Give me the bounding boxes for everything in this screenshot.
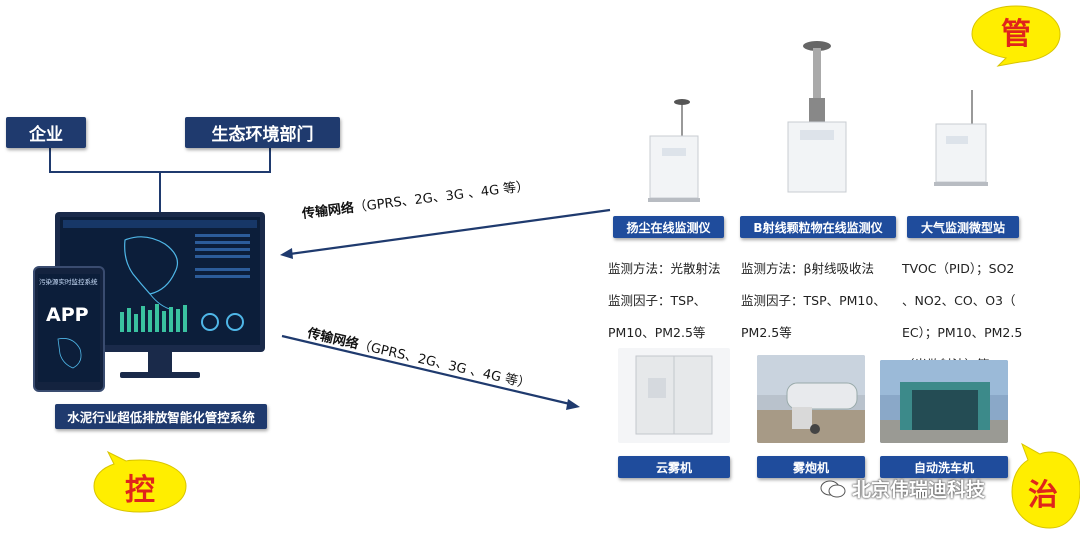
- arrow-to-monitor: [289, 208, 611, 256]
- eco-dept-box: 生态环境部门: [185, 117, 340, 148]
- car-wash-photo: [880, 360, 1008, 443]
- tablet-device: 污染源实时监控系统 APP: [33, 266, 105, 392]
- arrow-to-equipment: [281, 334, 571, 406]
- callout-govern: 治: [1006, 440, 1080, 532]
- wechat-icon: [820, 480, 846, 497]
- tablet-screen: 污染源实时监控系统 APP: [38, 274, 100, 382]
- micro-station-image: [930, 86, 992, 194]
- equip-label-cloud-mist: 云雾机: [618, 456, 730, 478]
- fog-cannon-photo: [757, 355, 865, 443]
- device-desc-beta: 监测方法：β射线吸收法 监测因子：TSP、PM10、 PM2.5等: [741, 245, 891, 357]
- tablet-title: 污染源实时监控系统: [39, 278, 98, 286]
- micro-desc-line1: TVOC（PID）；SO2: [902, 261, 1015, 276]
- enterprise-box: 企业: [6, 117, 86, 148]
- system-title-box: 水泥行业超低排放智能化管控系统: [55, 404, 267, 429]
- equip-label-fog-cannon-text: 雾炮机: [792, 460, 829, 475]
- watermark: 北京伟瑞迪科技: [820, 475, 985, 502]
- dust-desc-line1: 监测方法：光散射法: [608, 261, 721, 276]
- callout-govern-text: 治: [1028, 478, 1058, 513]
- equip-label-car-wash: 自动洗车机: [880, 456, 1008, 478]
- dust-desc-line3: PM10、PM2.5等: [608, 325, 706, 340]
- system-title: 水泥行业超低排放智能化管控系统: [67, 410, 255, 425]
- callout-manage-text: 管: [1001, 17, 1031, 52]
- beta-monitor-image: [782, 38, 852, 196]
- device-label-micro: 大气监测微型站: [907, 216, 1019, 238]
- micro-desc-line2: 、NO2、CO、O3（: [902, 293, 1016, 308]
- equip-label-cloud-mist-text: 云雾机: [655, 460, 692, 475]
- app-label: APP: [46, 304, 89, 326]
- eco-dept-label: 生态环境部门: [211, 125, 314, 145]
- monitor-base: [120, 372, 200, 378]
- tablet-map: [57, 338, 82, 369]
- dust-desc-line2: 监测因子：TSP、: [608, 293, 707, 308]
- callout-manage: 管: [968, 2, 1064, 68]
- device-label-micro-text: 大气监测微型站: [920, 220, 1005, 235]
- device-label-dust-text: 扬尘在线监测仪: [626, 220, 711, 235]
- watermark-text: 北京伟瑞迪科技: [852, 479, 986, 501]
- equip-label-car-wash-text: 自动洗车机: [913, 460, 974, 475]
- callout-control-text: 控: [125, 473, 155, 508]
- beta-desc-line3: PM2.5等: [741, 325, 792, 340]
- enterprise-label: 企业: [29, 125, 63, 145]
- beta-desc-line1: 监测方法：β射线吸收法: [741, 261, 874, 276]
- beta-desc-line2: 监测因子：TSP、PM10、: [741, 293, 886, 308]
- cloud-mist-machine-photo: [618, 348, 730, 443]
- device-label-beta: B射线颗粒物在线监测仪: [740, 216, 896, 238]
- device-label-dust: 扬尘在线监测仪: [613, 216, 724, 238]
- equip-label-fog-cannon: 雾炮机: [757, 456, 865, 478]
- device-desc-dust: 监测方法：光散射法 监测因子：TSP、 PM10、PM2.5等: [608, 245, 733, 357]
- device-label-beta-text: B射线颗粒物在线监测仪: [753, 220, 883, 235]
- dust-monitor-image: [642, 96, 702, 208]
- micro-desc-line3: EC）；PM10、PM2.5: [902, 325, 1023, 340]
- monitor-neck: [148, 352, 172, 374]
- callout-control: 控: [90, 450, 190, 516]
